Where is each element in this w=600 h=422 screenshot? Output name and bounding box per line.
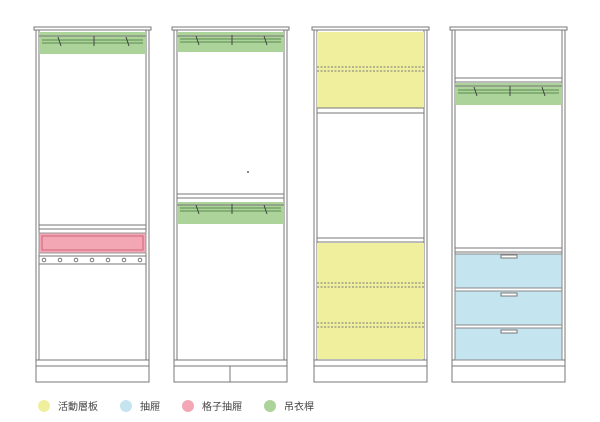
- legend-item-hanging-rod: 吊衣桿: [264, 398, 314, 413]
- legend-label-drawer: 抽屜: [140, 402, 160, 413]
- drawer-swatch: [120, 399, 132, 412]
- grid-drawer: [38, 232, 147, 254]
- drawer-stack: [454, 253, 563, 361]
- legend-label-hanging-rod: 吊衣桿: [284, 402, 314, 413]
- hanging-rod-zone: [455, 83, 562, 105]
- grid-drawer-swatch: [182, 399, 194, 412]
- cabinet-2: [171, 26, 290, 383]
- shelf-zone-top: [317, 32, 424, 108]
- cabinet-4: [449, 26, 568, 383]
- shelf-zone-bottom: [317, 243, 424, 359]
- legend-label-shelf: 活動層板: [58, 402, 98, 413]
- cabinet-1: [33, 26, 152, 383]
- legend-item-shelf: 活動層板: [38, 398, 98, 413]
- cabinet-3: [311, 26, 430, 383]
- legend-label-grid-drawer: 格子抽屜: [202, 402, 242, 413]
- pegs: [41, 257, 143, 263]
- legend-item-drawer: 抽屜: [120, 398, 160, 413]
- legend: 活動層板 抽屜 格子抽屜 吊衣桿: [38, 398, 336, 413]
- legend-item-grid-drawer: 格子抽屜: [182, 398, 242, 413]
- hanging-rod-swatch: [264, 399, 276, 412]
- shelf-swatch: [38, 399, 50, 412]
